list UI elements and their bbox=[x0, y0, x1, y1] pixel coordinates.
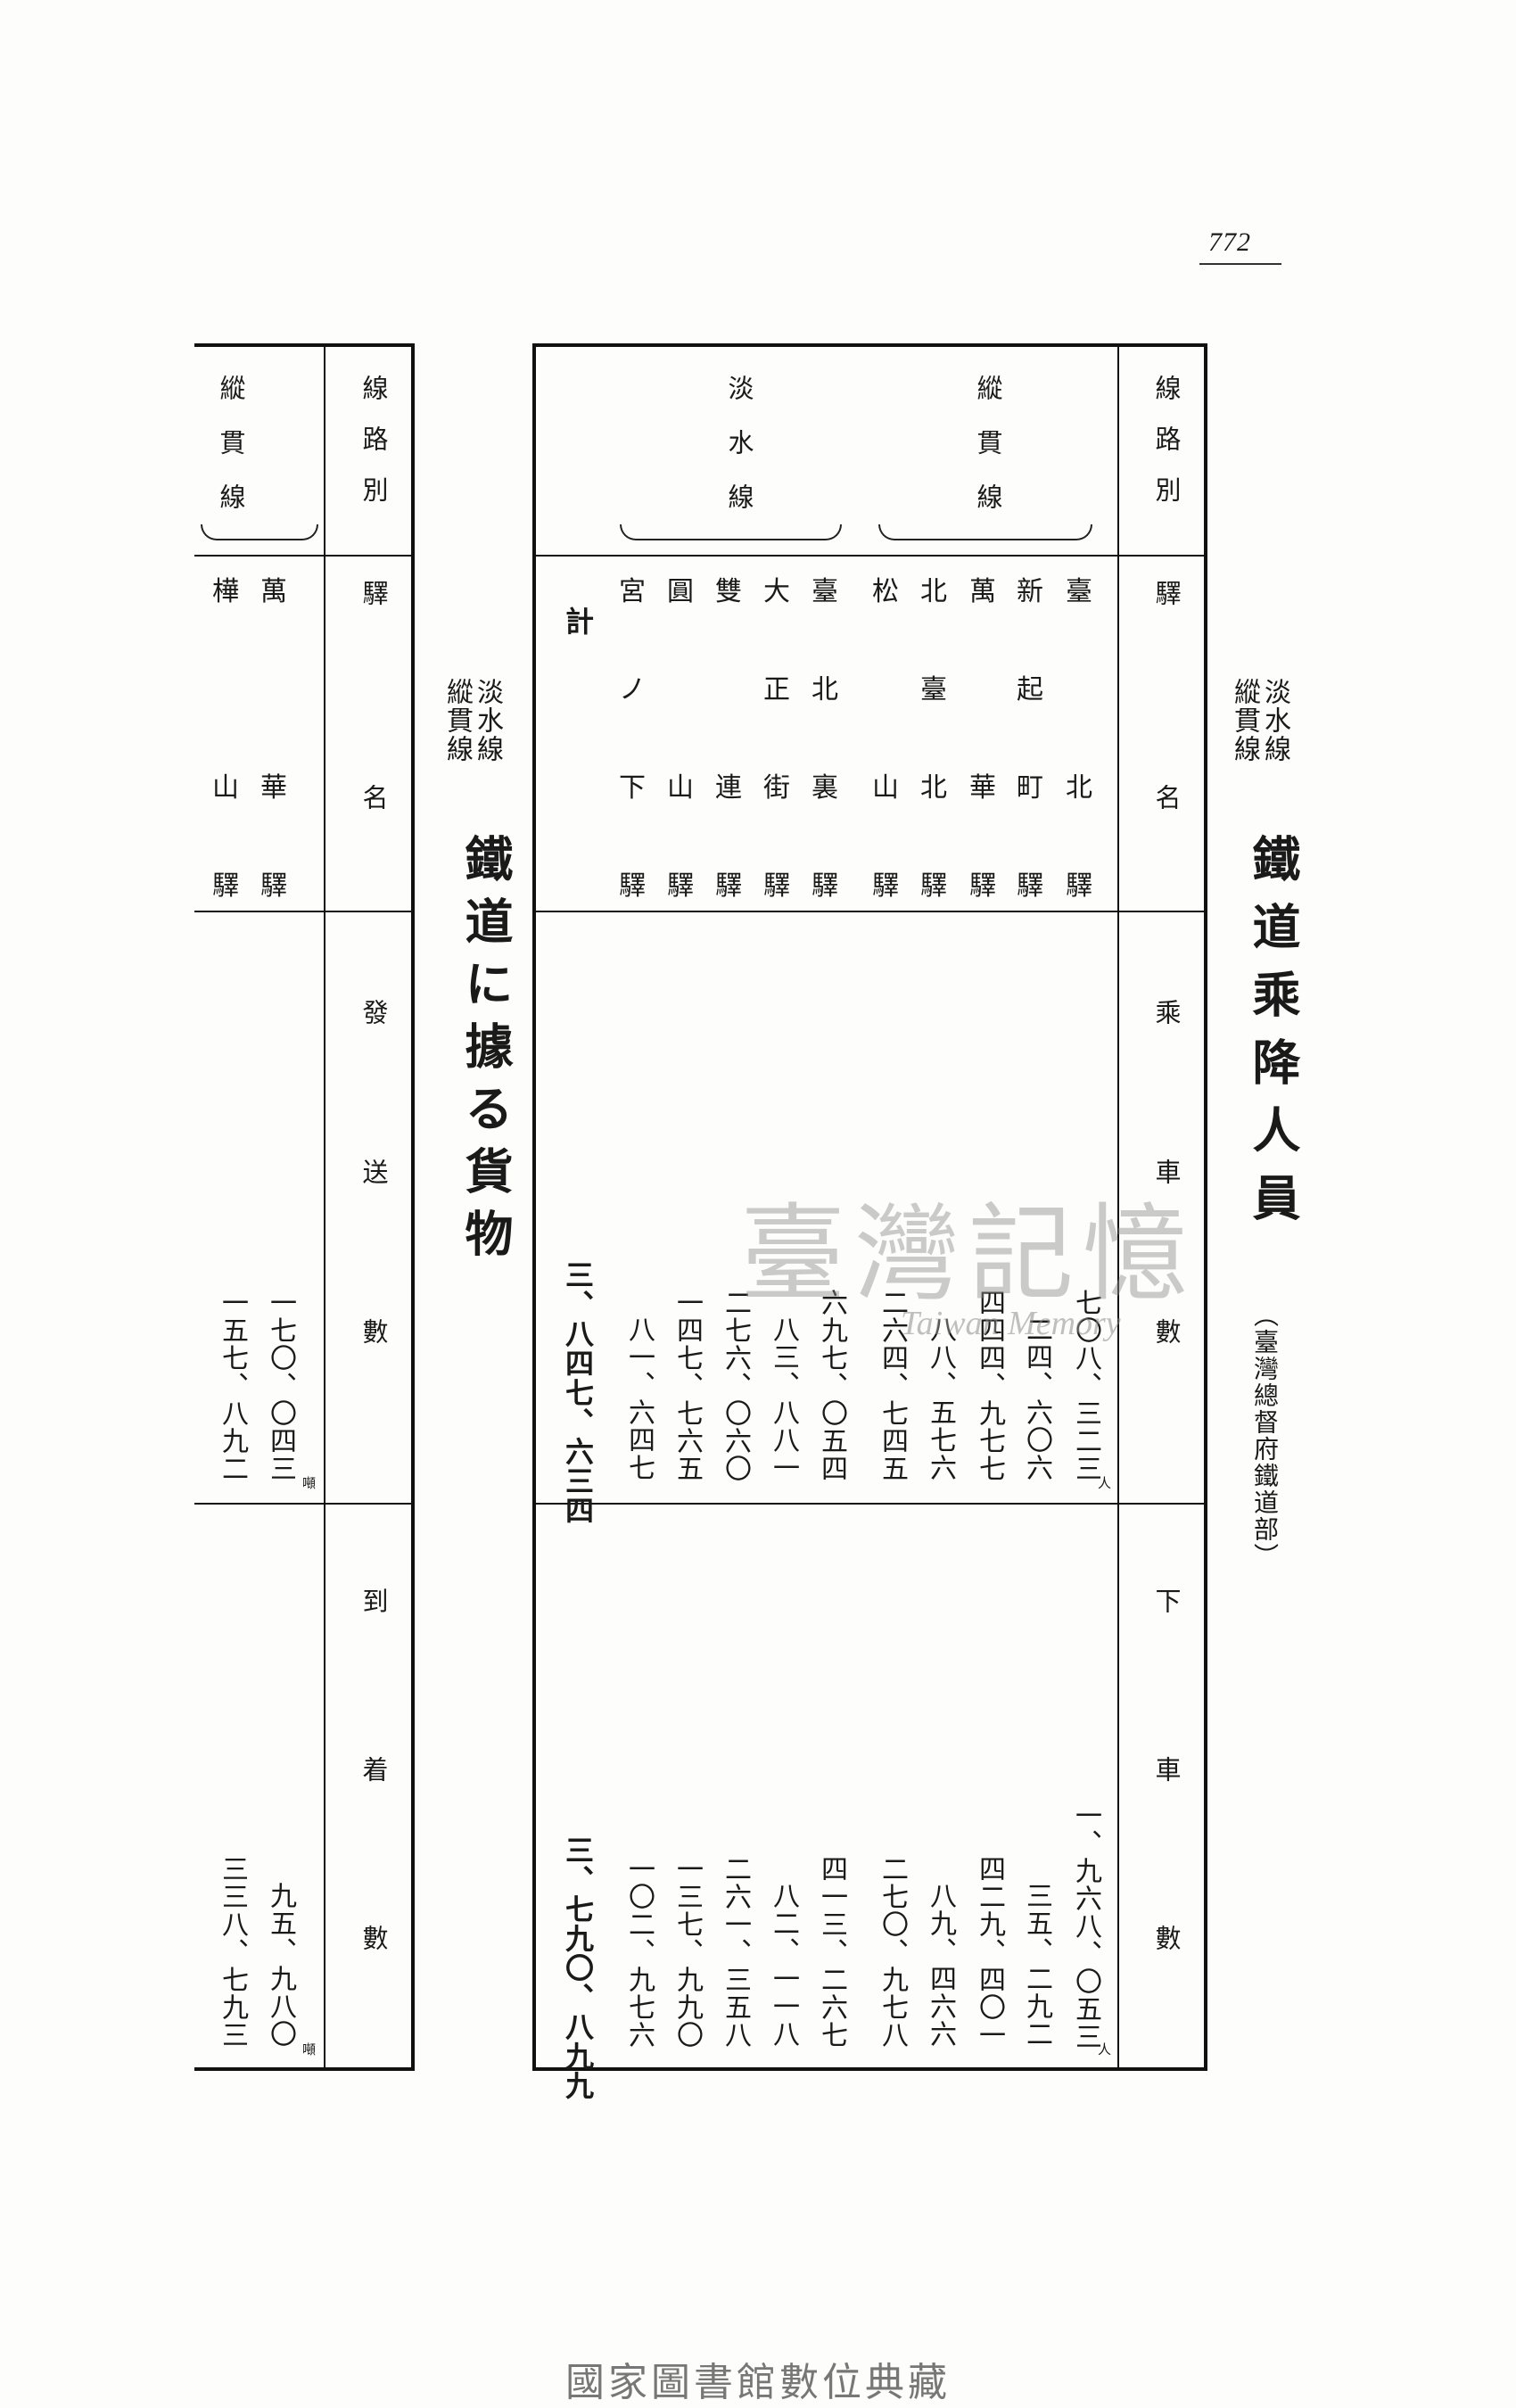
freight-station-name: 萬華驛 bbox=[260, 576, 287, 902]
station-name: 臺北裏驛 bbox=[812, 576, 838, 902]
freight-header-station: 驛名 bbox=[358, 580, 389, 988]
freight-arrived-count: 九五、九八〇 bbox=[265, 1882, 296, 2048]
freight-group-brace bbox=[201, 524, 318, 540]
station-name: 新起町驛 bbox=[1017, 576, 1043, 902]
freight-sent-count: 一五七、八九二 bbox=[217, 1289, 248, 1482]
group-brace-jukan bbox=[878, 524, 1092, 540]
board-count: 二七六、〇六〇 bbox=[720, 1289, 751, 1482]
header-board: 乘車數 bbox=[1151, 999, 1182, 1478]
station-name: 萬華驛 bbox=[969, 576, 996, 902]
station-name: 臺北驛 bbox=[1066, 576, 1092, 902]
alight-count: 一、九六八、〇五三 bbox=[1070, 1802, 1101, 2050]
freight-subtitle-left: 淡水線 bbox=[472, 678, 503, 763]
board-count: 二四、六〇六 bbox=[1021, 1315, 1052, 1481]
freight-unit-sent: 噸 bbox=[301, 1476, 317, 1489]
board-count: 一四七、七六五 bbox=[671, 1289, 703, 1482]
alight-count: 八九、四六六 bbox=[925, 1882, 956, 2048]
page-number: 772 bbox=[1208, 227, 1251, 257]
board-count: 二六四、七四五 bbox=[877, 1289, 908, 1482]
total-label: 計 bbox=[561, 606, 595, 636]
freight-group-label: 縱貫線 bbox=[216, 375, 246, 538]
freight-subtitle-right: 縱貫線 bbox=[441, 678, 473, 763]
footer-credit: 國家圖書館數位典藏 bbox=[565, 2360, 951, 2405]
watermark-zh: 臺灣記憶 bbox=[740, 1192, 1198, 1315]
unit-board: 人 bbox=[1096, 1476, 1112, 1489]
board-count: 八一、六四七 bbox=[623, 1315, 655, 1481]
passenger-title: 鐵道乘降人員 bbox=[1244, 834, 1301, 1241]
alight-count: 二六一、三五八 bbox=[720, 1855, 751, 2049]
header-line: 線路別 bbox=[1151, 375, 1182, 527]
freight-header-arrived: 到着數 bbox=[358, 1587, 389, 2093]
header-station: 驛名 bbox=[1151, 580, 1182, 988]
station-name: 雙連驛 bbox=[715, 576, 742, 902]
group-label-tamsui: 淡水線 bbox=[724, 375, 754, 538]
board-count: 六九七、〇五四 bbox=[816, 1289, 847, 1482]
group-label-jukan: 縱貫線 bbox=[973, 375, 1003, 538]
station-name: 圓山驛 bbox=[667, 576, 694, 902]
freight-station-name: 樺山驛 bbox=[212, 576, 239, 902]
freight-unit-arrived: 噸 bbox=[301, 2042, 317, 2056]
station-name: 宮ノ下驛 bbox=[619, 576, 646, 902]
alight-count: 一三七、九九〇 bbox=[671, 1855, 703, 2049]
passenger-subtitle-left: 淡水線 bbox=[1259, 678, 1290, 763]
board-count: 四四四、九七七 bbox=[974, 1289, 1005, 1482]
unit-alight: 人 bbox=[1096, 2042, 1112, 2056]
freight-header-line: 線路別 bbox=[358, 375, 389, 527]
station-name: 大正街驛 bbox=[763, 576, 790, 902]
board-count: 七〇八、三二三 bbox=[1070, 1289, 1101, 1482]
board-count: 八三、八八一 bbox=[768, 1315, 799, 1481]
alight-count: 四一三、二六七 bbox=[816, 1855, 847, 2049]
alight-count: 一〇二、九七六 bbox=[623, 1855, 655, 2049]
total-board: 三、八四七、六三四 bbox=[561, 1260, 595, 1525]
total-alight: 三、七九〇、八九九 bbox=[561, 1835, 595, 2100]
board-count: 八八、五七六 bbox=[925, 1315, 956, 1481]
passenger-subtitle-right: 縱貫線 bbox=[1229, 678, 1260, 763]
watermark-en: Taiwan Memory bbox=[901, 1305, 1121, 1342]
station-name: 松山驛 bbox=[872, 576, 899, 902]
freight-header-sent: 發送數 bbox=[358, 999, 389, 1478]
header-alight: 下車數 bbox=[1151, 1587, 1182, 2093]
page-number-rule bbox=[1199, 263, 1281, 265]
freight-title: 鐵道に據る貨物 bbox=[457, 834, 514, 1271]
alight-count: 二七〇、九七八 bbox=[877, 1855, 908, 2049]
alight-count: 三五、二九二 bbox=[1021, 1882, 1052, 2048]
station-name: 北臺北驛 bbox=[920, 576, 947, 902]
freight-arrived-count: 三三八、七九三 bbox=[217, 1855, 248, 2049]
passenger-source: （臺灣總督府鐵道部） bbox=[1250, 1302, 1280, 1570]
alight-count: 四二九、四〇一 bbox=[974, 1855, 1005, 2049]
alight-count: 八二、一一八 bbox=[768, 1882, 799, 2048]
freight-sent-count: 一七〇、〇四三 bbox=[265, 1289, 296, 1482]
